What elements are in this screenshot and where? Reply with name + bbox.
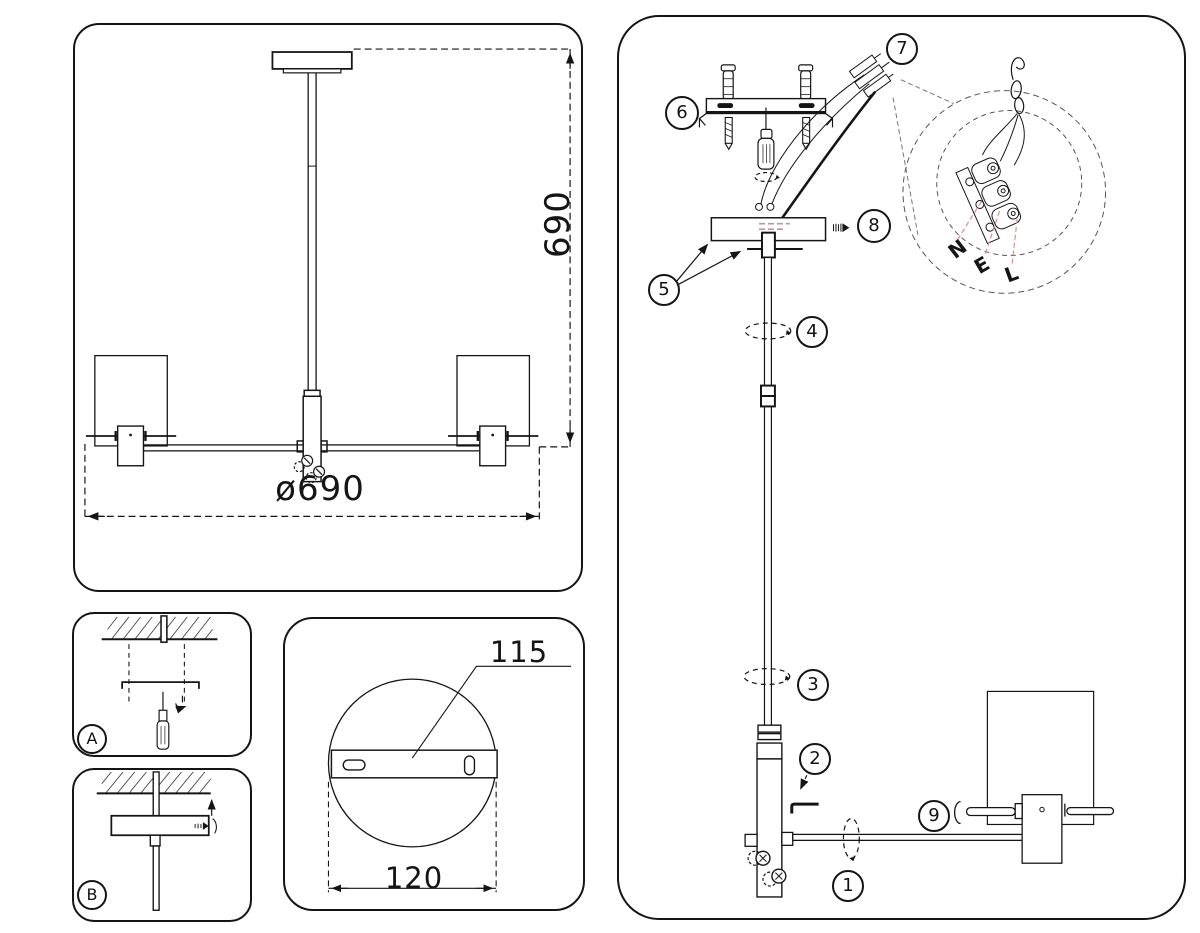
step-a-drawing (101, 615, 218, 750)
canopy-arrows (676, 243, 742, 285)
overview-panel: 690 ø690 (73, 23, 583, 592)
shade-holder (1021, 794, 1063, 864)
step-b-badge: B (77, 880, 107, 910)
callout-5: 5 (648, 274, 680, 306)
step-b-drawing (96, 771, 217, 911)
rotation-9-arc (954, 800, 961, 825)
rotation-1 (842, 817, 860, 862)
callout-9: 9 (918, 800, 950, 832)
dimension-arrows (87, 52, 575, 521)
callout-2: 2 (799, 743, 831, 775)
detail-leaders (892, 79, 954, 235)
screw-8-icon (832, 223, 850, 233)
drop-rod (152, 845, 160, 911)
ceiling-screw (160, 615, 168, 643)
chain-hook (1010, 57, 1025, 115)
callout-8: 8 (857, 209, 891, 243)
wire-connector (848, 53, 894, 98)
slot-right (463, 755, 476, 776)
canopy-hub (149, 834, 161, 847)
assembly-drawing (676, 53, 1115, 898)
diameter-dimension: ø690 (275, 469, 365, 509)
terminal-wires (981, 113, 1025, 166)
callout-4: 4 (796, 316, 828, 348)
slot-left (342, 759, 366, 771)
callout-6: 6 (665, 96, 699, 130)
rod-coupler (760, 384, 776, 397)
ceiling-hatch (107, 616, 213, 640)
bracket-screws (724, 116, 811, 151)
assembly-panel: N E L 1 2 3 4 5 6 7 8 9 (617, 15, 1186, 920)
main-rod (763, 256, 773, 726)
hanger-rod (152, 771, 160, 817)
bracket-length-dimension: 115 (489, 635, 549, 669)
overview-drawing (84, 48, 575, 521)
hub-screws (747, 850, 787, 887)
rod-ferrule (757, 724, 782, 733)
mounting-bracket (121, 681, 200, 689)
supply-wires (755, 74, 877, 224)
rotation-4 (744, 322, 792, 340)
holder-dot (1039, 806, 1045, 813)
side-screw (194, 818, 217, 834)
step-b-panel: B (72, 768, 252, 922)
mount-detail-drawing (327, 665, 572, 893)
pin-right (1066, 806, 1115, 816)
alignment-dashes (128, 644, 185, 705)
arm-socket-right (781, 831, 794, 846)
callout-1: 1 (832, 870, 864, 902)
arm-socket-left (744, 833, 758, 847)
stem-collar (303, 389, 321, 398)
canopy-wire-dashes (759, 222, 790, 230)
callout-7: 7 (886, 33, 918, 65)
pin-left (965, 806, 1016, 817)
allen-key (790, 802, 819, 814)
canopy-diameter-dimension: 120 (384, 861, 444, 895)
lamp-arm (792, 833, 1023, 842)
leader-115 (411, 665, 572, 759)
lamp-shade-right (448, 354, 539, 467)
height-dimension: 690 (538, 190, 578, 258)
rod-nut (760, 231, 776, 259)
small-screw (175, 695, 187, 714)
step-a-panel: A (72, 612, 252, 757)
ceiling-plate (271, 51, 353, 74)
screwdriver-icon (754, 107, 780, 183)
canopy (110, 814, 210, 837)
stem (307, 70, 317, 391)
rotation-3 (743, 667, 791, 686)
terminal-block (955, 157, 1021, 245)
step-a-badge: A (77, 724, 107, 754)
callout-3: 3 (797, 669, 829, 701)
wiring-detail-bubble (902, 57, 1107, 294)
body-screws (293, 454, 326, 484)
lamp-shade-left (85, 354, 177, 467)
hub-cap (756, 742, 783, 760)
dimension-lines (84, 48, 571, 521)
mount-detail-panel: 115 120 (283, 617, 585, 911)
screwdriver-icon (156, 691, 170, 750)
wall-anchors (720, 64, 814, 101)
